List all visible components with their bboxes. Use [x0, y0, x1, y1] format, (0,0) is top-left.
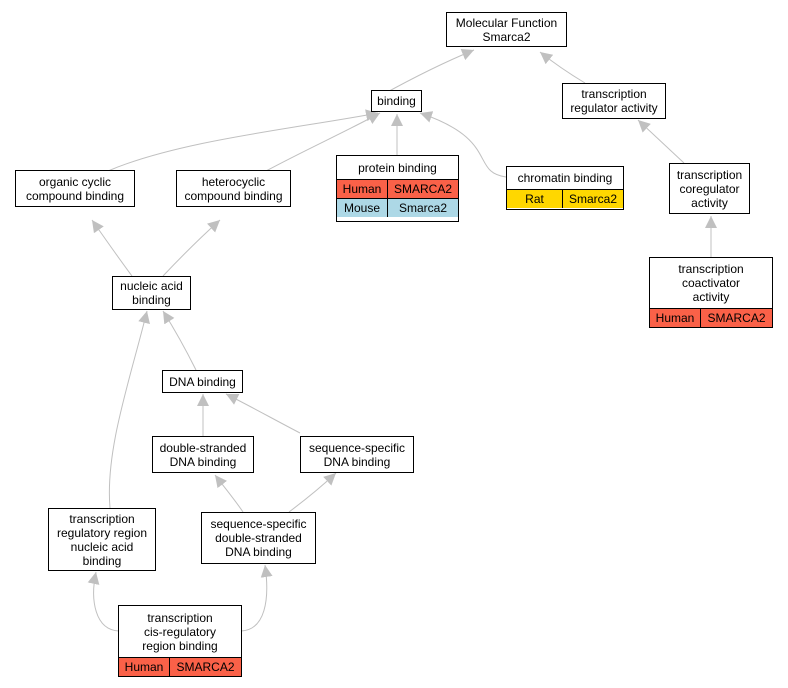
node-label-line: nucleic acid: [120, 279, 183, 293]
node-label-line: coactivator: [681, 276, 741, 290]
annotation-row: Human SMARCA2: [650, 308, 772, 327]
node-label-line: coregulator: [679, 181, 740, 196]
node-label-line: DNA binding: [225, 545, 292, 559]
gene-cell: Smarca2: [562, 190, 623, 208]
node-label-line: region binding: [142, 638, 218, 653]
node-label-line: regulator activity: [570, 101, 658, 115]
node-label-line: DNA binding: [169, 454, 237, 469]
node-double-stranded-dna-binding[interactable]: double-stranded DNA binding: [152, 436, 254, 473]
node-label-line: binding: [82, 553, 122, 568]
node-label-line: nucleic acid: [70, 539, 134, 554]
annotation-row: Human SMARCA2: [119, 657, 241, 676]
node-transcription-cis-regulatory-region-binding[interactable]: transcription cis-regulatory region bind…: [118, 605, 242, 677]
edge-cis-regulatory-to-ss-double-stranded: [240, 564, 273, 632]
node-heterocyclic-compound-binding[interactable]: heterocyclic compound binding: [176, 170, 291, 207]
node-label-line: compound binding: [184, 188, 283, 203]
node-transcription-regulatory-region-nucleic-acid-binding[interactable]: transcription regulatory region nucleic …: [48, 508, 156, 571]
gene-cell: SMARCA2: [387, 180, 458, 198]
node-label-line: Smarca2: [482, 29, 531, 44]
node-label-line: sequence-specific: [210, 517, 307, 531]
node-label-line: protein binding: [358, 160, 437, 175]
node-label-line: sequence-specific: [308, 440, 406, 455]
organism-cell: Rat: [525, 192, 544, 206]
node-label-line: transcription: [581, 87, 647, 101]
edge-transcription-regulatory-region-to-nucleic-acid: [108, 310, 150, 509]
node-label-line: transcription: [676, 167, 743, 182]
node-label-line: binding: [132, 293, 171, 307]
node-molecular-function[interactable]: Molecular Function Smarca2: [446, 12, 567, 47]
node-label-line: activity: [691, 195, 728, 210]
organism-cell: Human: [342, 182, 382, 196]
edge-cis-regulatory-to-transcription-regulatory-region: [87, 571, 120, 632]
edge-ss-double-stranded-to-double-stranded: [214, 474, 244, 513]
edge-transcription-regulator-to-molecular-function: [539, 51, 586, 84]
node-label-line: chromatin binding: [517, 171, 613, 185]
node-label-line: binding: [377, 94, 416, 108]
node-nucleic-acid-binding[interactable]: nucleic acid binding: [112, 276, 191, 310]
organism-cell: Human: [124, 660, 164, 674]
node-transcription-coregulator-activity[interactable]: transcription coregulator activity: [669, 163, 750, 214]
node-transcription-coactivator-activity[interactable]: transcription coactivator activity Human…: [649, 257, 773, 328]
edge-ss-double-stranded-to-sequence-specific: [288, 472, 337, 513]
annotation-row: Human SMARCA2: [337, 179, 458, 198]
node-sequence-specific-double-stranded-dna-binding[interactable]: sequence-specific double-stranded DNA bi…: [201, 512, 316, 564]
node-label-line: transcription: [147, 610, 213, 625]
node-label-line: double-stranded: [215, 531, 302, 545]
node-sequence-specific-dna-binding[interactable]: sequence-specific DNA binding: [300, 436, 414, 473]
edge-heterocyclic-to-binding: [265, 112, 381, 172]
gene-cell: SMARCA2: [700, 309, 772, 327]
node-transcription-regulator-activity[interactable]: transcription regulator activity: [562, 83, 666, 119]
edge-coregulator-to-transcription-regulator: [637, 119, 685, 164]
node-label-line: transcription: [678, 262, 744, 276]
edge-nucleic-acid-to-organic-cyclic: [91, 219, 133, 277]
node-label-line: DNA binding: [323, 454, 391, 469]
annotation-row: Rat Smarca2: [507, 189, 623, 208]
node-organic-cyclic-compound-binding[interactable]: organic cyclic compound binding: [15, 170, 135, 207]
node-label-line: transcription: [69, 511, 135, 526]
edge-sequence-specific-to-dna-binding: [225, 393, 301, 434]
annotation-row: Mouse Smarca2: [337, 198, 458, 217]
node-label-line: double-stranded: [159, 440, 247, 455]
node-label-line: regulatory region: [56, 525, 148, 540]
node-chromatin-binding[interactable]: chromatin binding Rat Smarca2: [506, 166, 624, 210]
edge-chromatin-binding-to-binding: [419, 111, 507, 178]
edge-nucleic-acid-to-heterocyclic: [162, 219, 221, 277]
gene-cell: SMARCA2: [169, 658, 241, 676]
organism-cell: Human: [655, 311, 695, 325]
node-label-line: compound binding: [25, 188, 125, 203]
node-label-line: organic cyclic: [38, 174, 112, 189]
node-label-line: Molecular Function: [455, 15, 558, 30]
node-binding[interactable]: binding: [371, 90, 422, 112]
organism-cell: Mouse: [343, 201, 381, 215]
edge-organic-cyclic-to-binding: [107, 109, 379, 172]
node-dna-binding[interactable]: DNA binding: [162, 370, 243, 393]
node-label-line: DNA binding: [169, 374, 236, 389]
node-label-line: heterocyclic: [201, 174, 266, 189]
gene-cell: Smarca2: [387, 199, 458, 217]
edge-dna-binding-to-nucleic-acid: [162, 310, 197, 371]
node-protein-binding[interactable]: protein binding Human SMARCA2 Mouse Smar…: [336, 155, 459, 222]
node-label-line: cis-regulatory: [143, 624, 217, 639]
node-label-line: activity: [692, 290, 730, 304]
